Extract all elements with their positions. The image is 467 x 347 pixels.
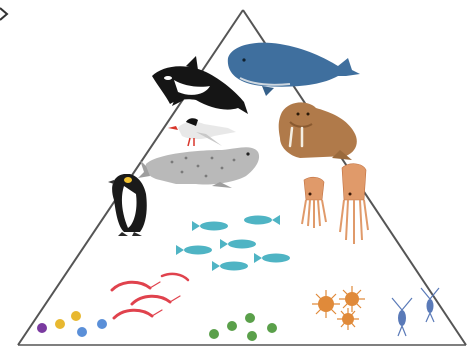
emperor-penguin	[108, 174, 147, 236]
walrus	[279, 102, 357, 160]
squid	[302, 164, 368, 244]
arctic-tern	[168, 118, 236, 146]
green-algae	[209, 313, 277, 341]
chevron-icon	[0, 8, 7, 20]
fish	[244, 215, 280, 225]
fish	[212, 261, 248, 271]
phytoplankton	[37, 311, 107, 337]
fish	[176, 245, 212, 255]
krill	[112, 274, 188, 318]
leopard-seal	[138, 147, 259, 188]
fish	[254, 253, 290, 263]
fish	[220, 239, 256, 249]
fish	[192, 221, 228, 231]
fish-school	[176, 215, 290, 271]
radiolarian-zooplankton	[312, 286, 365, 330]
